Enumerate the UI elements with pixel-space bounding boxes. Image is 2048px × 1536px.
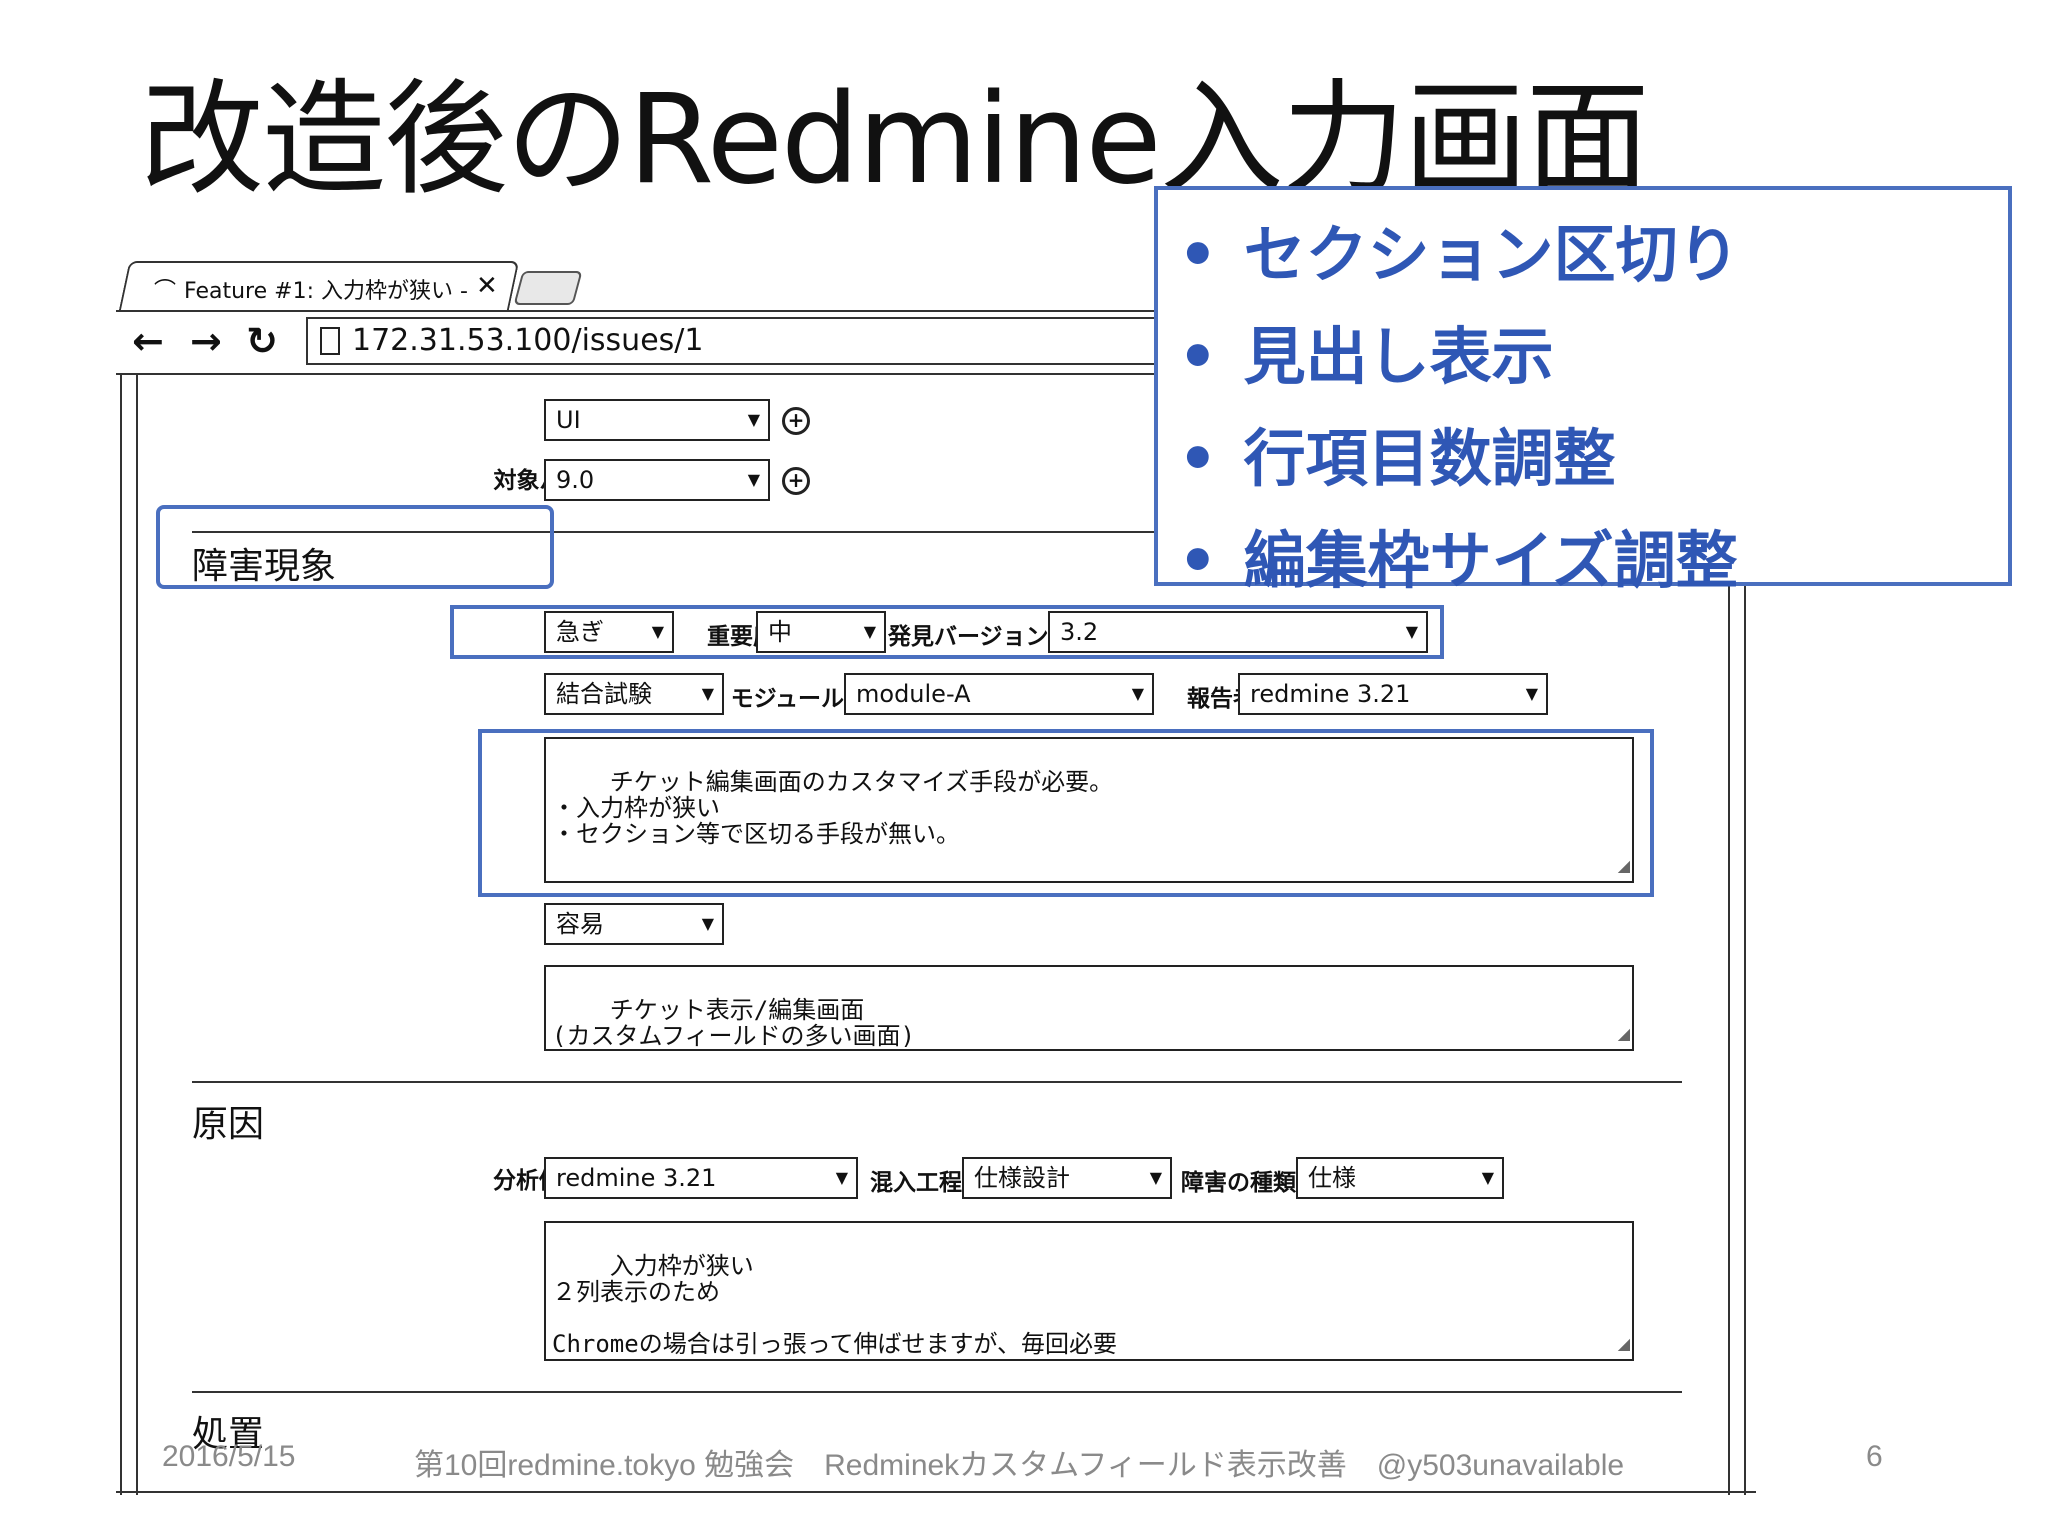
- frame-right-edge-outer: [1744, 375, 1746, 1495]
- reporter-select[interactable]: redmine 3.21 ▼: [1238, 673, 1548, 715]
- repro-value: 容易: [556, 910, 604, 938]
- version-value: 9.0: [556, 466, 595, 494]
- reporter-value: redmine 3.21: [1250, 680, 1411, 708]
- highlight-section-heading: [156, 505, 554, 589]
- module-select[interactable]: module-A ▼: [844, 673, 1154, 715]
- section-heading-symptom: 障害現象: [192, 546, 337, 587]
- chevron-down-icon: ▼: [747, 410, 760, 429]
- analyst-select[interactable]: redmine 3.21 ▼: [544, 1157, 858, 1199]
- defect-type-label: 障害の種類: [1181, 1170, 1296, 1196]
- add-version-icon[interactable]: +: [782, 467, 810, 495]
- version-select[interactable]: 9.0 ▼: [544, 459, 770, 501]
- symptom-textarea[interactable]: チケット編集画面のカスタマイズ手段が必要。 ・入力枠が狭い ・セクション等で区切…: [544, 737, 1634, 883]
- found-version-label: 発見バージョン: [888, 624, 1049, 650]
- severity-select[interactable]: 中▼: [756, 611, 886, 653]
- section-heading-action: 処置: [192, 1414, 265, 1455]
- footer-caption: 第10回redmine.tokyo 勉強会 Redminekカスタムフィールド表…: [414, 1449, 1625, 1482]
- page-icon: [320, 327, 340, 355]
- url-text: 172.31.53.100/issues/1: [352, 323, 704, 358]
- chevron-down-icon: ▼: [701, 684, 714, 703]
- repro-select[interactable]: 容易 ▼: [544, 903, 724, 945]
- mixin-value: 仕様設計: [974, 1164, 1070, 1192]
- toolbar-divider: [116, 310, 1756, 312]
- analyst-value: redmine 3.21: [556, 1164, 717, 1192]
- back-icon[interactable]: ←: [132, 319, 164, 363]
- section-divider: [192, 1391, 1682, 1393]
- mixin-select[interactable]: 仕様設計 ▼: [962, 1157, 1172, 1199]
- section-heading-cause: 原因: [192, 1104, 265, 1145]
- page-number: 6: [1866, 1440, 1883, 1473]
- repro-method-text: チケット表示/編集画面 (カスタムフィールドの多い画面): [552, 996, 915, 1050]
- section-divider: [192, 1081, 1682, 1083]
- repro-method-textarea[interactable]: チケット表示/編集画面 (カスタムフィールドの多い画面) ◢: [544, 965, 1634, 1051]
- phase-select[interactable]: 結合試験 ▼: [544, 673, 724, 715]
- content-frame-top: [116, 373, 1756, 375]
- defect-type-value: 仕様: [1308, 1164, 1356, 1192]
- resize-grip-icon[interactable]: ◢: [1617, 856, 1630, 875]
- found-version-value: 3.2: [1060, 618, 1099, 646]
- category-select[interactable]: UI ▼: [544, 399, 770, 441]
- urgency-select[interactable]: 急ぎ ▼: [544, 611, 674, 653]
- phase-value: 結合試験: [556, 680, 652, 708]
- chevron-down-icon: ▼: [1525, 684, 1538, 703]
- feature-item: 見出し表示: [1178, 306, 1988, 408]
- chevron-down-icon: ▼: [835, 1168, 848, 1187]
- section-divider: [192, 531, 1676, 533]
- highlight-row-layout: [450, 605, 1444, 659]
- category-value: UI: [556, 406, 581, 434]
- symptom-text: チケット編集画面のカスタマイズ手段が必要。 ・入力枠が狭い ・セクション等で区切…: [552, 768, 1114, 848]
- feature-item: 行項目数調整: [1178, 408, 1988, 510]
- feature-callout: セクション区切り 見出し表示 行項目数調整 編集枠サイズ調整: [1154, 186, 2012, 597]
- urgency-value: 急ぎ: [556, 618, 604, 646]
- chevron-down-icon: ▼: [1149, 1168, 1162, 1187]
- close-icon[interactable]: ✕: [476, 271, 498, 301]
- new-tab-button[interactable]: [513, 271, 583, 305]
- chevron-down-icon: ▼: [1405, 622, 1418, 641]
- browser-tab-content: ⌒ Feature #1: 入力枠が狭い -: [146, 271, 468, 307]
- cause-text: 入力枠が狭い ２列表示のため Chromeの場合は引っ張って伸ばせますが、毎回必…: [552, 1252, 1118, 1358]
- chevron-down-icon: ▼: [1131, 684, 1144, 703]
- mixin-label: 混入工程: [870, 1170, 962, 1196]
- module-label: モジュール: [730, 686, 844, 712]
- address-bar[interactable]: 172.31.53.100/issues/1: [306, 317, 1746, 365]
- feature-list: セクション区切り 見出し表示 行項目数調整 編集枠サイズ調整: [1178, 204, 1988, 612]
- chevron-down-icon: ▼: [701, 914, 714, 933]
- chevron-down-icon: ▼: [651, 622, 664, 641]
- add-category-icon[interactable]: +: [782, 407, 810, 435]
- chevron-down-icon: ▼: [1481, 1168, 1494, 1187]
- module-value: module-A: [856, 680, 971, 708]
- chevron-down-icon: ▼: [747, 470, 760, 489]
- redmine-icon: ⌒: [154, 279, 177, 304]
- frame-right-edge: [1728, 375, 1730, 1495]
- severity-value: 中: [768, 618, 792, 646]
- highlight-textarea-size: [478, 729, 1654, 897]
- forward-icon[interactable]: →: [190, 319, 222, 363]
- frame-bottom: [116, 1491, 1756, 1493]
- frame-left-edge: [120, 375, 122, 1495]
- resize-grip-icon[interactable]: ◢: [1617, 1334, 1630, 1353]
- chevron-down-icon: ▼: [863, 622, 876, 641]
- frame-left-edge-inner: [136, 375, 138, 1495]
- tab-title: Feature #1: 入力枠が狭い -: [184, 279, 468, 304]
- feature-item: 編集枠サイズ調整: [1178, 510, 1988, 612]
- reload-icon[interactable]: ↻: [246, 319, 278, 363]
- defect-type-select[interactable]: 仕様 ▼: [1296, 1157, 1504, 1199]
- footer-date: 2016/5/15: [162, 1440, 296, 1473]
- found-version-select[interactable]: 3.2 ▼: [1048, 611, 1428, 653]
- browser-window: ⌒ Feature #1: 入力枠が狭い - ✕ ← → ↻ 172.31.53…: [116, 255, 1756, 1495]
- feature-item: セクション区切り: [1178, 204, 1988, 306]
- cause-textarea[interactable]: 入力枠が狭い ２列表示のため Chromeの場合は引っ張って伸ばせますが、毎回必…: [544, 1221, 1634, 1361]
- resize-grip-icon[interactable]: ◢: [1617, 1024, 1630, 1043]
